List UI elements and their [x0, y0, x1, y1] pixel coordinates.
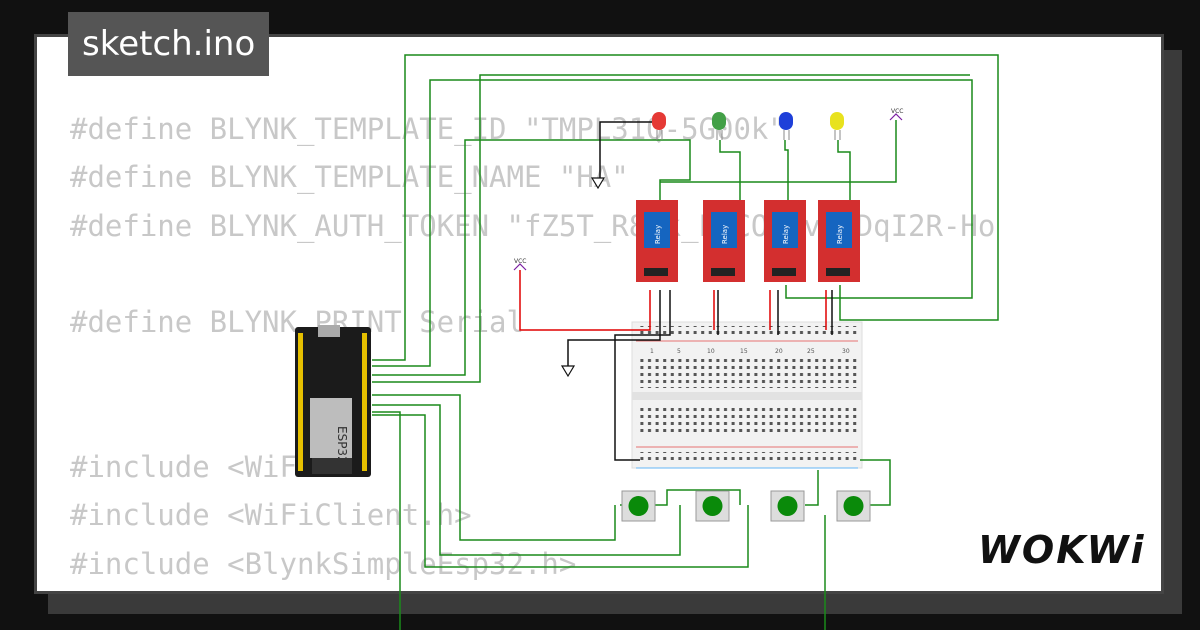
code-line: #define BLYNK_TEMPLATE_ID "TMPL31Q-5G00k… [70, 112, 786, 146]
vcc-label: VCC [514, 258, 526, 265]
relay-module[interactable]: Relay [636, 200, 678, 282]
breadboard: 1 5 10 15 20 25 30 [631, 321, 863, 469]
esp32-label: ESP32 [335, 426, 349, 464]
code-line: #include <BlynkSimpleEsp32.h> [70, 546, 577, 581]
relay-module[interactable]: Relay [764, 200, 806, 282]
code-preview: #define BLYNK_TEMPLATE_ID "TMPL31Q-5G00k… [70, 105, 1130, 588]
relay-module[interactable]: Relay [703, 200, 745, 282]
push-button[interactable] [836, 490, 871, 522]
vcc-icon [889, 113, 903, 121]
breadboard-number: 30 [842, 348, 850, 355]
code-line: #include <WiFiClient.h> [70, 498, 472, 533]
leds [652, 112, 844, 140]
wokwi-logo: WOKWi [978, 528, 1146, 572]
esp32-board: ESP32 [295, 325, 371, 477]
code-line: #define BLYNK_AUTH_TOKEN "fZ5T_R8_k_L_CO… [70, 208, 996, 243]
vcc-label: VCC [891, 108, 903, 115]
breadboard-number: 5 [677, 348, 681, 355]
push-button[interactable] [770, 490, 805, 522]
led-blue[interactable] [779, 112, 793, 140]
breadboard-number: 10 [707, 348, 715, 355]
breadboard-number: 20 [775, 348, 783, 355]
push-buttons [621, 490, 871, 522]
red-wires [519, 270, 827, 331]
relays: Relay Relay Relay Relay [636, 200, 860, 282]
push-button[interactable] [621, 490, 656, 522]
relay-label: Relay [782, 225, 790, 244]
led-green[interactable] [712, 112, 726, 140]
file-name-tab: sketch.ino [68, 12, 270, 76]
code-line: #define BLYNK_TEMPLATE_NAME "HA" [70, 160, 629, 195]
relay-label: Relay [836, 225, 844, 244]
relay-module[interactable]: Relay [818, 200, 860, 282]
black-wires [567, 121, 833, 461]
vcc-icon [513, 263, 527, 271]
preview-card: #define BLYNK_TEMPLATE_ID "TMPL31Q-5G00k… [34, 34, 1164, 594]
led-yellow[interactable] [830, 112, 844, 140]
relay-label: Relay [721, 225, 729, 244]
ground-icon [560, 177, 606, 378]
led-red[interactable] [652, 112, 666, 140]
relay-label: Relay [654, 225, 662, 244]
green-wires [372, 54, 999, 630]
breadboard-number: 25 [807, 348, 815, 355]
push-button[interactable] [695, 490, 730, 522]
breadboard-number: 1 [650, 348, 654, 355]
breadboard-number: 15 [740, 348, 748, 355]
